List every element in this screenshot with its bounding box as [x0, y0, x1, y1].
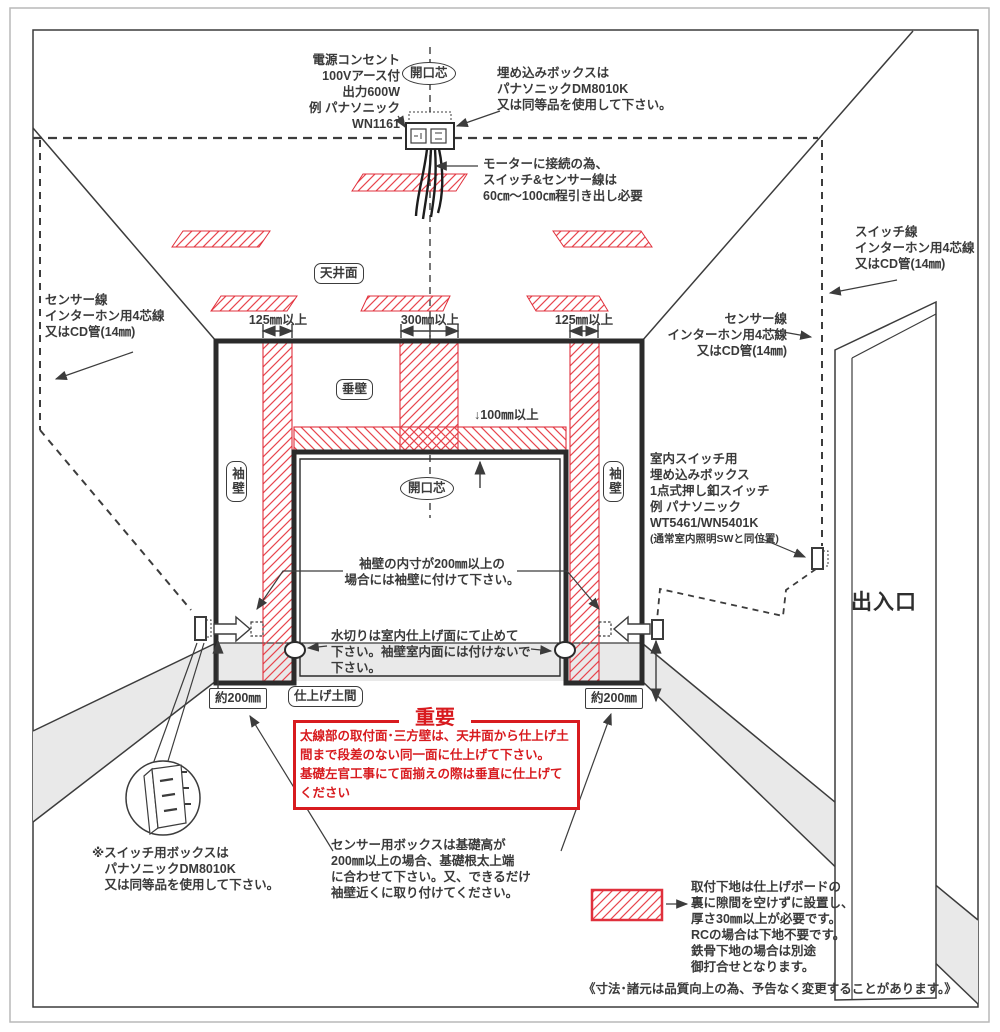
hatch-legend-swatch — [590, 888, 664, 922]
sensor-box-note: センサー用ボックスは基礎高が 200㎜以上の場合、基礎根太上端 に合わせて下さい… — [331, 838, 531, 900]
entrance-label: 出入口 — [851, 591, 917, 614]
indoor-switch-subnote: (通常室内照明SWと同位置) — [650, 533, 779, 545]
right-wall-switch-box — [811, 547, 824, 570]
switch-box-note: ※スイッチ用ボックスは パナソニックDM8010K 又は同等品を使用して下さい。 — [92, 846, 280, 892]
block-arrow-left — [612, 615, 651, 643]
left-wall-wiring — [39, 140, 264, 703]
mounting-base-legend-note: 取付下地は仕上げボードの 裏に隙間を空けずに設置し、 厚さ30㎜以上が必要です。… — [691, 880, 854, 974]
opening-center-label-bottom: 開口芯 — [400, 477, 454, 500]
side-wall-inner-note: 袖壁の内寸が200㎜以上の 場合には袖壁に付けて下さい。 — [344, 557, 520, 587]
motor-wires — [414, 148, 444, 220]
embedded-box-note: 埋め込みボックスは パナソニックDM8010K 又は同等品を使用して下さい。 — [497, 66, 672, 112]
switch-box-detail — [125, 760, 201, 836]
motor-lead-note: モーターに接続の為、 スイッチ&センサー線は 60㎝〜100㎝程引き出し必要 — [483, 157, 643, 203]
sensor-box-position-left — [250, 621, 264, 637]
sensor-box-position-right — [598, 621, 612, 637]
perspective-lines — [32, 30, 914, 342]
side-wall-label-left: 袖壁 — [226, 461, 247, 502]
switch-line-right-note: スイッチ線 インターホン用4芯線 又はCD管(14㎜) — [855, 225, 975, 271]
right-wall-wiring — [598, 140, 829, 703]
important-body: 太線部の取付面･三方壁は、天井面から仕上げ土 間まで段差のない同一面に仕上げて下… — [300, 729, 569, 800]
sensor-line-right-note: センサー線 インターホン用4芯線 又はCD管(14㎜) — [667, 312, 787, 358]
footer-note: 《寸法･諸元は品質向上の為、予告なく変更することがあります。》 — [583, 982, 957, 996]
power-outlet-note: 電源コンセント 100Vアース付 出力600W 例 パナソニック WN1161 — [309, 53, 400, 131]
water-drips — [284, 641, 576, 659]
block-arrow-right — [213, 615, 252, 643]
power-outlet-box — [405, 111, 455, 220]
important-title: 重要 — [399, 705, 471, 731]
ceiling-hatch-pads — [171, 173, 653, 312]
opening-center-label-top: 開口芯 — [402, 62, 456, 85]
indoor-switch-note: 室内スイッチ用 埋め込みボックス 1点式押し釦スイッチ 例 パナソニック WT5… — [650, 452, 770, 530]
dim-300-center: 300㎜以上 — [400, 313, 460, 327]
hanging-wall-label: 垂壁 — [336, 379, 374, 400]
side-wall-label-right: 袖壁 — [603, 461, 624, 502]
approx-200-label-left: 約200㎜ — [209, 688, 267, 709]
leader-lines — [54, 110, 898, 909]
dim-125-left: 125㎜以上 — [248, 313, 308, 327]
water-drip-note: 水切りは室内仕上げ面にて止めて 下さい。袖壁室内面には付けないで 下さい。 — [331, 629, 531, 675]
dim-100-drop: ↓100㎜以上 — [474, 408, 539, 422]
dimension-arrows — [261, 324, 600, 488]
ceiling-face-label: 天井面 — [314, 263, 364, 284]
right-wall-sensor-box — [651, 619, 664, 640]
dim-125-right: 125㎜以上 — [554, 313, 614, 327]
sensor-line-left-note: センサー線 インターホン用4芯線 又はCD管(14㎜) — [45, 293, 165, 339]
page-frame — [9, 7, 990, 1023]
approx-200-label-right: 約200㎜ — [585, 688, 643, 709]
entrance-door — [834, 300, 937, 1001]
finished-floor-label: 仕上げ土間 — [288, 686, 363, 707]
left-wall-switch-box — [194, 616, 207, 641]
